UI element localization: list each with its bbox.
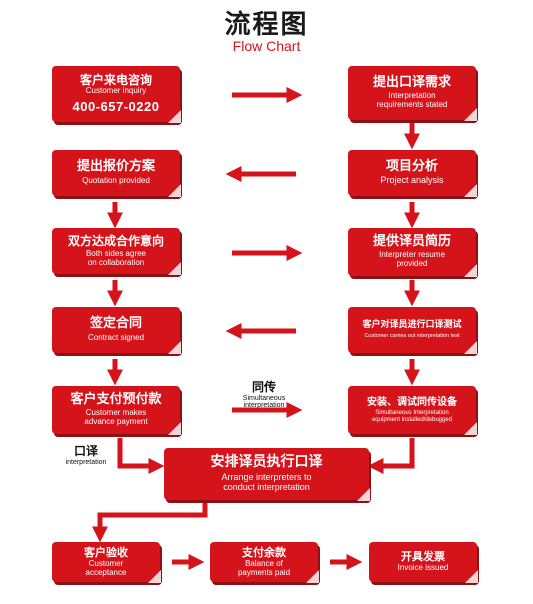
step-agreement-en2: on collaboration bbox=[87, 257, 145, 267]
page-subtitle: Flow Chart bbox=[232, 38, 301, 54]
step-balance-en2: payments paid bbox=[237, 567, 291, 577]
step-agreement: 双方达成合作意向 Both sides agree on collaborati… bbox=[52, 228, 181, 275]
step-balance-cn: 支付余款 bbox=[242, 545, 286, 559]
step-resume-cn: 提供译员简历 bbox=[372, 234, 451, 250]
step-project-analysis-en: Project analysis bbox=[380, 175, 444, 186]
step-resume-en2: provided bbox=[396, 259, 428, 269]
step-advance-payment-en2: advance payment bbox=[84, 417, 148, 427]
step-agreement-en1: Both sides agree bbox=[85, 248, 147, 258]
arrow-equipment-to-arrange bbox=[367, 438, 415, 475]
step-acceptance: 客户验收 Customer acceptance bbox=[52, 542, 161, 583]
step-resume-en1: Interpreter resume bbox=[379, 250, 445, 260]
step-requirements-cn: 提出口译需求 bbox=[372, 75, 451, 91]
step-project-analysis-cn: 项目分析 bbox=[385, 158, 438, 174]
arrow-arrange-to-acceptance bbox=[91, 494, 208, 543]
step-interpretation-test: 客户对译员进行口译测试 Customer carries out interpr… bbox=[348, 307, 477, 354]
label-simultaneous-cn: 同传 bbox=[251, 380, 276, 394]
label-simultaneous-en1: Simultaneous bbox=[242, 395, 286, 402]
step-arrange-cn: 安排译员执行口译 bbox=[210, 454, 323, 471]
step-requirements: 提出口译需求 Interpretation requirements state… bbox=[348, 66, 477, 121]
step-requirements-en1: Interpretation bbox=[388, 91, 436, 101]
hotline-number: 400-657-0220 bbox=[72, 98, 160, 114]
label-simultaneous-en2: interpretation bbox=[243, 402, 285, 409]
page-title: 流程图 bbox=[224, 10, 309, 40]
step-interpretation-test-en: Customer carries out interpretation test bbox=[364, 332, 460, 339]
step-acceptance-cn: 客户验收 bbox=[84, 545, 128, 559]
step-arrange-interpreters: 安排译员执行口译 Arrange interpreters to conduct… bbox=[164, 448, 370, 501]
step-contract: 签定合同 Contract signed bbox=[52, 307, 181, 354]
step-contract-cn: 签定合同 bbox=[89, 316, 142, 332]
step-equipment-en2: equipment installed/debugged bbox=[371, 416, 453, 423]
label-consecutive: 口译 interpretation bbox=[56, 442, 116, 466]
step-arrange-en2: conduct interpretation bbox=[223, 481, 310, 492]
step-advance-payment-cn: 客户支付预付款 bbox=[70, 392, 162, 408]
label-consecutive-en: interpretation bbox=[65, 459, 107, 466]
step-quotation-cn: 提出报价方案 bbox=[76, 159, 155, 175]
step-resume: 提供译员简历 Interpreter resume provided bbox=[348, 228, 477, 277]
step-interpretation-test-cn: 客户对译员进行口译测试 bbox=[362, 320, 462, 331]
step-advance-payment-en1: Customer makes bbox=[85, 408, 147, 418]
step-invoice-cn: 开具发票 bbox=[401, 550, 445, 564]
step-invoice: 开具发票 Invoice issued bbox=[369, 542, 478, 583]
step-requirements-en2: requirements stated bbox=[376, 100, 448, 110]
step-customer-inquiry-en: Customer inquiry bbox=[85, 86, 147, 96]
step-invoice-en: Invoice issued bbox=[397, 563, 449, 573]
step-advance-payment: 客户支付预付款 Customer makes advance payment bbox=[52, 386, 181, 435]
step-equipment: 安装、调试同传设备 Simultaneous Interpretation eq… bbox=[348, 386, 477, 435]
step-contract-en: Contract signed bbox=[87, 332, 145, 342]
step-quotation-en: Quotation provided bbox=[82, 175, 150, 185]
step-quotation: 提出报价方案 Quotation provided bbox=[52, 150, 181, 197]
arrow-payment-to-arrange bbox=[117, 438, 165, 475]
step-arrange-en1: Arrange interpreters to bbox=[221, 471, 312, 482]
label-simultaneous: 同传 Simultaneous interpretation bbox=[226, 378, 302, 409]
step-equipment-en1: Simultaneous Interpretation bbox=[375, 409, 449, 416]
step-balance-en1: Balance of bbox=[245, 558, 283, 568]
step-customer-inquiry: 客户来电咨询 Customer inquiry 400-657-0220 bbox=[52, 66, 181, 123]
step-equipment-cn: 安装、调试同传设备 bbox=[367, 396, 457, 408]
label-consecutive-cn: 口译 bbox=[73, 444, 98, 458]
step-customer-inquiry-cn: 客户来电咨询 bbox=[79, 72, 152, 87]
step-balance-payment: 支付余款 Balance of payments paid bbox=[210, 542, 319, 583]
step-acceptance-en2: acceptance bbox=[85, 567, 127, 577]
step-agreement-cn: 双方达成合作意向 bbox=[67, 233, 164, 248]
step-project-analysis: 项目分析 Project analysis bbox=[348, 150, 477, 197]
step-acceptance-en1: Customer bbox=[88, 558, 124, 568]
